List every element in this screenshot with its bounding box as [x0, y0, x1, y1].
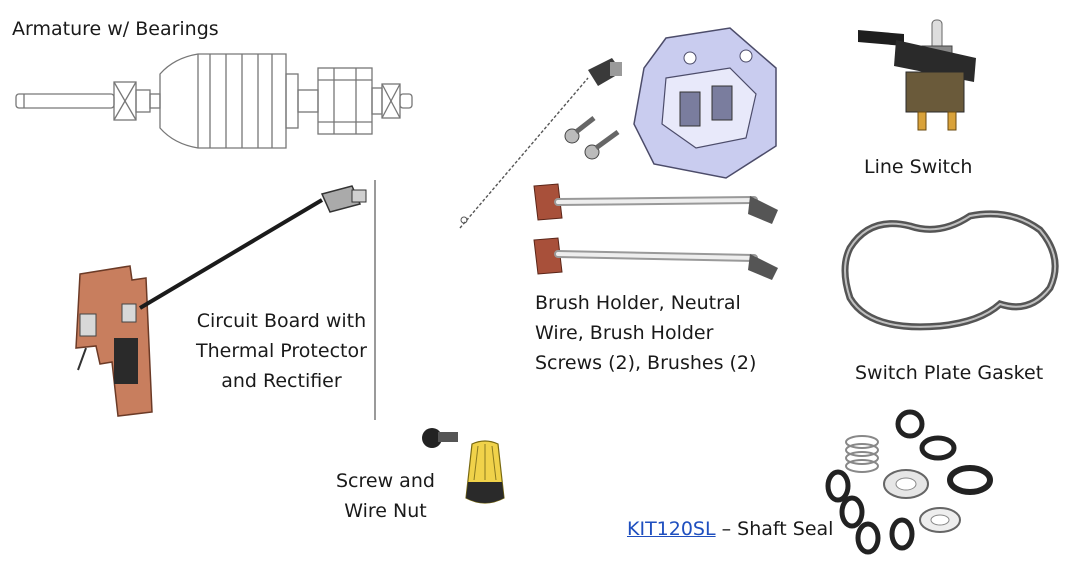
circuit-board-label-line2: Thermal Protector [196, 340, 367, 362]
spring [845, 435, 879, 473]
brushes-icon [533, 183, 778, 280]
shaft-seal-icon [825, 409, 993, 555]
wire-nut-icon [465, 440, 505, 504]
screw-wire-nut-label-line1: Screw and [336, 470, 435, 492]
line-switch-label: Line Switch [864, 156, 973, 178]
screw-icon [422, 428, 458, 448]
neutral-wire-icon [459, 58, 622, 229]
circuit-board-label-line3: and Rectifier [221, 370, 342, 392]
shaft-seal-link[interactable]: KIT120SL [627, 518, 716, 540]
shaft-seal-suffix: – Shaft Seal [715, 518, 834, 540]
circuit-board-label-line1: Circuit Board with [196, 310, 367, 332]
brush-holder-label-line3: Screws (2), Brushes (2) [535, 352, 757, 374]
gasket-icon [841, 210, 1059, 331]
brush-holder-label: Brush Holder, Neutral Wire, Brush Holder… [535, 288, 756, 378]
circuit-board-icon [75, 185, 367, 417]
divider-line [374, 180, 376, 420]
armature-label: Armature w/ Bearings [12, 18, 219, 40]
circuit-board-label: Circuit Board with Thermal Protector and… [196, 306, 367, 396]
screw-wire-nut-label: Screw and Wire Nut [336, 466, 435, 526]
brush-bottom [533, 237, 778, 280]
brush-holder-label-line2: Wire, Brush Holder [535, 322, 714, 344]
brush-holder-icon [633, 27, 777, 179]
screw-wire-nut-label-line2: Wire Nut [344, 500, 427, 522]
brush-holder-label-line1: Brush Holder, Neutral [535, 292, 741, 314]
gasket-label: Switch Plate Gasket [855, 362, 1044, 384]
armature-icon [15, 53, 413, 149]
brush-top [533, 183, 778, 224]
line-switch-icon [858, 19, 976, 131]
shaft-seal-label: KIT120SL – Shaft Seal [627, 514, 833, 544]
brush-holder-screws-icon [564, 116, 620, 160]
